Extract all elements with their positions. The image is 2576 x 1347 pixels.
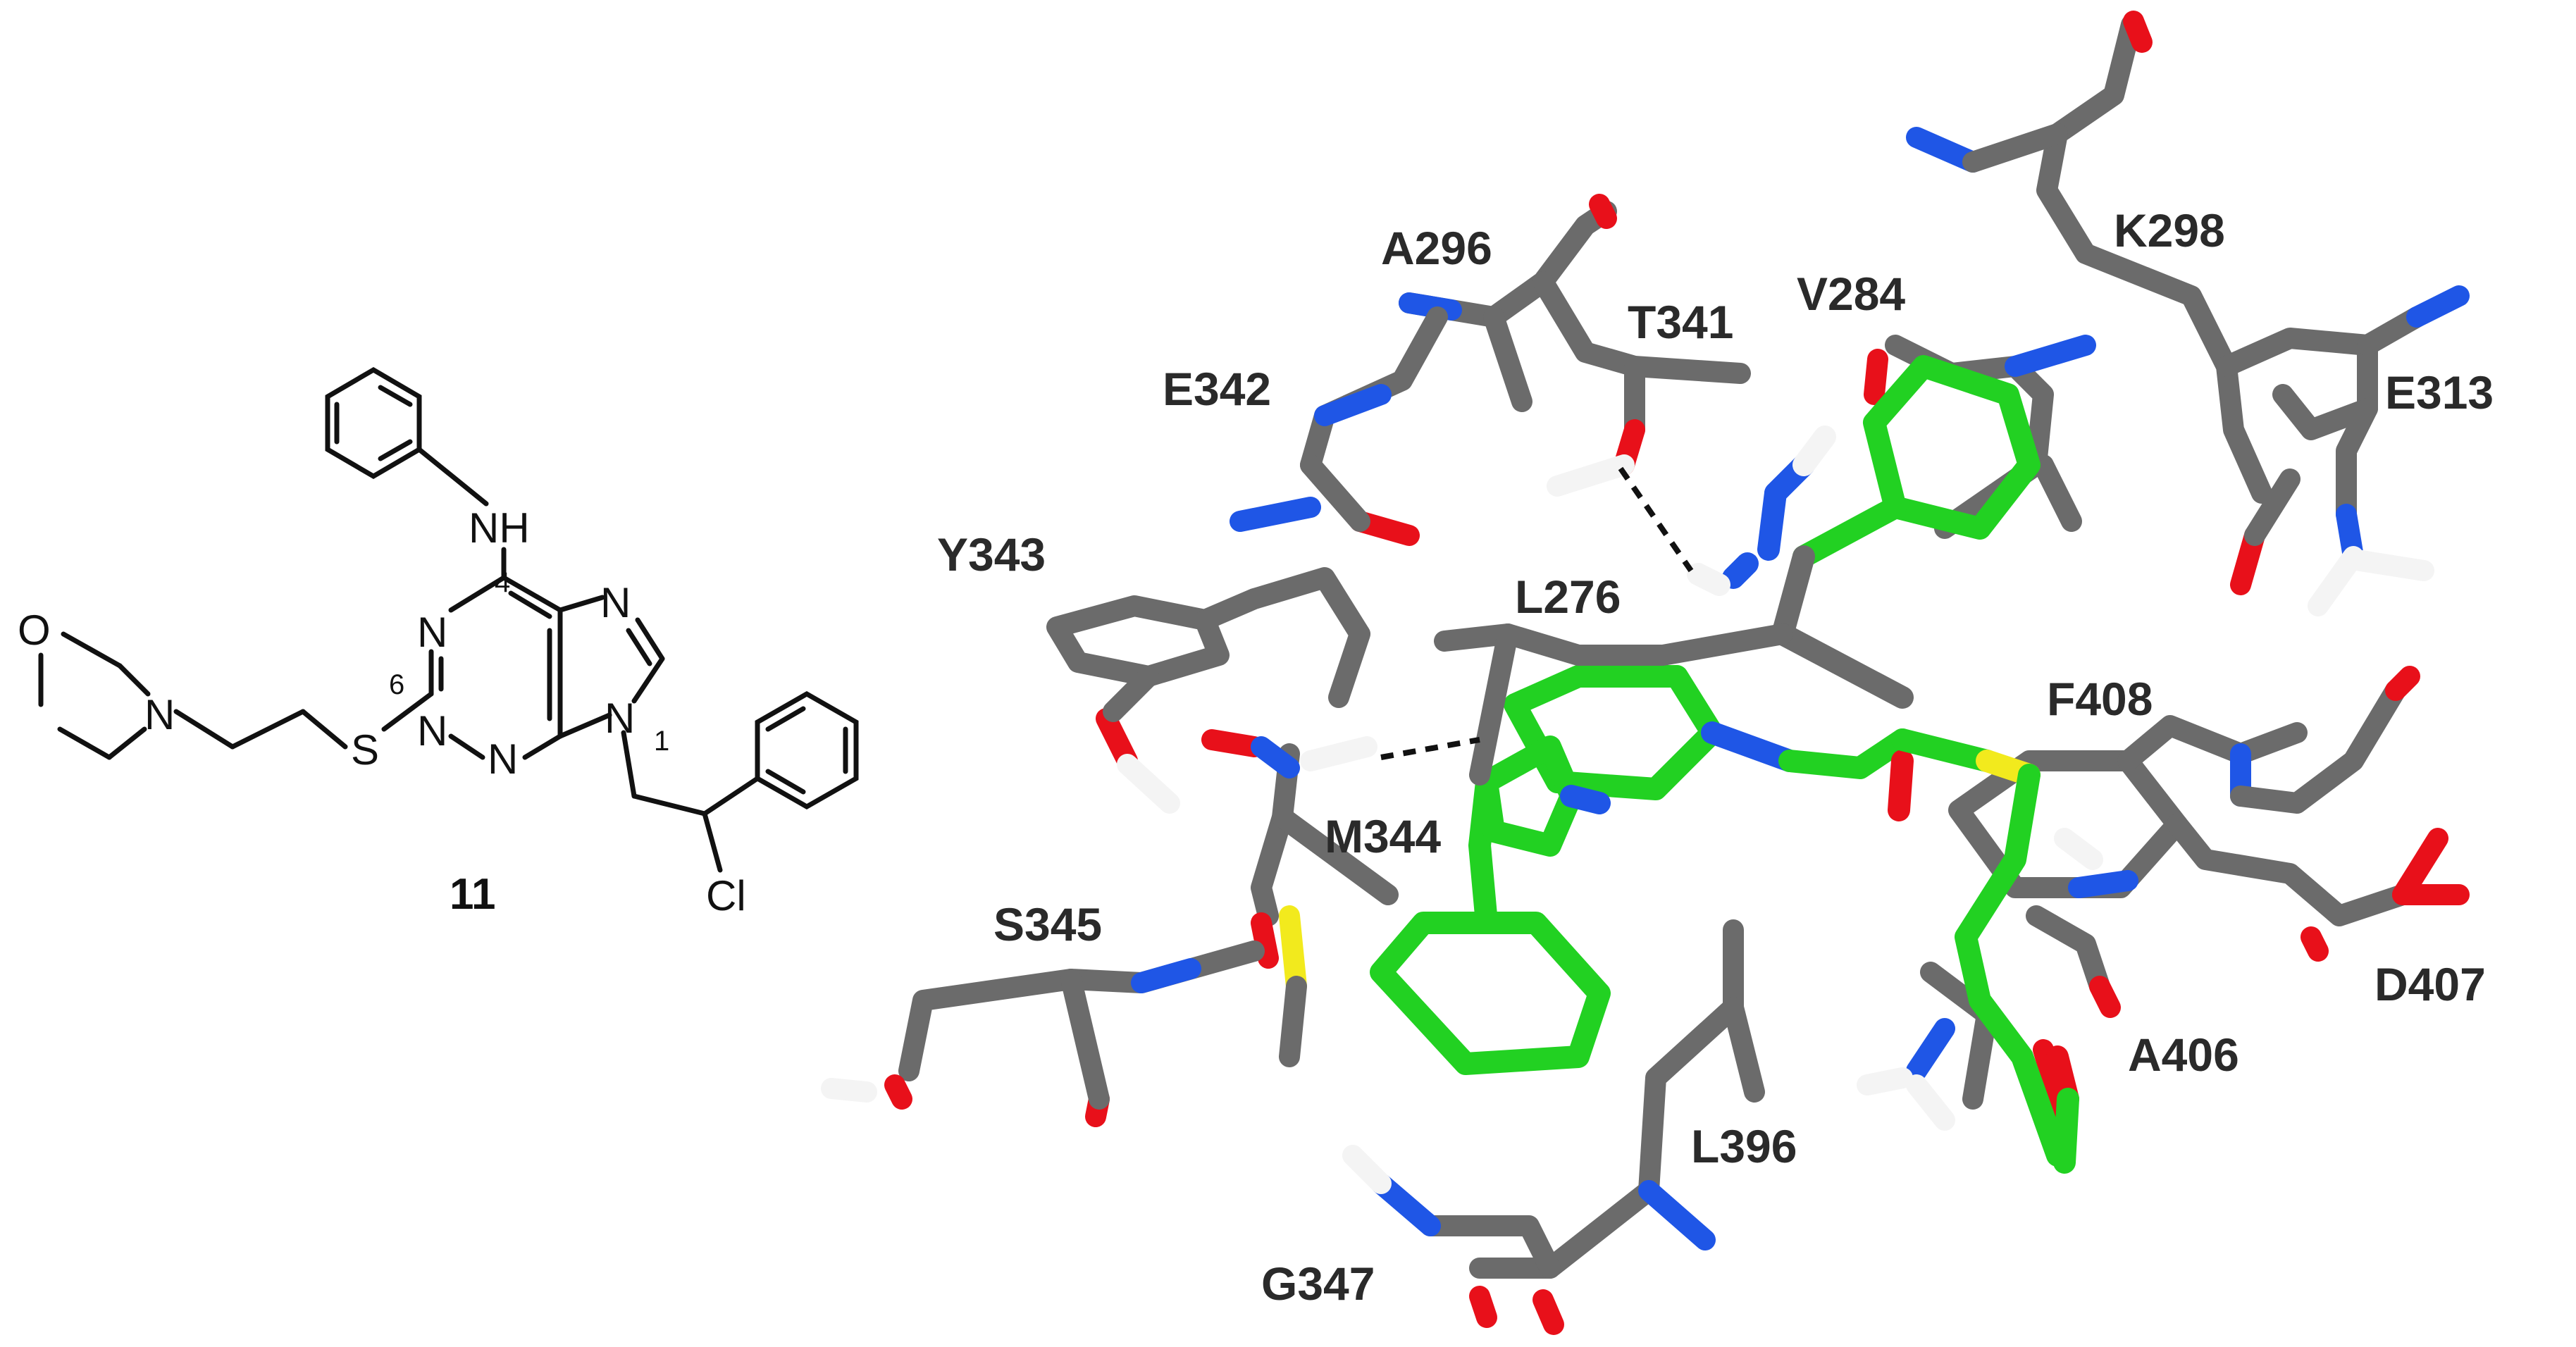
bond-ch2-chcl	[631, 793, 707, 817]
label-a406: A406	[2128, 1029, 2239, 1081]
atom-cl: Cl	[706, 872, 746, 919]
label-e342: E342	[1163, 363, 1271, 415]
phenyl-ring-bottom	[755, 690, 859, 810]
compound-structure: NH N N N N N S N O Cl 4 6 1 11	[18, 366, 859, 919]
atom-n1: N	[417, 707, 447, 755]
atom-nh: NH	[469, 504, 530, 552]
label-m344: M344	[1325, 810, 1441, 862]
locant-4: 4	[495, 567, 510, 598]
bond-n9-ch2	[621, 730, 637, 799]
atom-n-ring: N	[488, 735, 518, 783]
label-t341: T341	[1628, 296, 1733, 348]
label-d407: D407	[2374, 958, 2486, 1010]
atom-n3: N	[417, 609, 447, 656]
ligand-sticks	[1370, 355, 2079, 1174]
atom-n-morpholine: N	[144, 691, 175, 738]
label-k298: K298	[2114, 204, 2225, 256]
pyrimidine-ring	[428, 575, 563, 760]
label-g347: G347	[1261, 1258, 1375, 1310]
atom-n7: N	[600, 579, 631, 626]
phenyl-ring-top	[325, 366, 422, 480]
label-f408: F408	[2047, 673, 2153, 725]
label-v284: V284	[1797, 268, 1905, 320]
label-l276: L276	[1515, 571, 1621, 623]
bond-c2-s	[381, 691, 434, 732]
label-a296: A296	[1381, 222, 1492, 274]
imidazole-ring	[557, 595, 665, 739]
hbond-m344	[1380, 737, 1480, 760]
l276-sidechain	[1434, 623, 1793, 786]
protein-residues	[821, 11, 2470, 1335]
bond-ethyl-1	[230, 709, 306, 750]
docking-model	[821, 11, 2470, 1335]
bond-ethyl-2	[173, 709, 235, 750]
label-s345: S345	[993, 898, 1102, 950]
label-e313: E313	[2385, 366, 2494, 418]
hbond-t341	[1618, 466, 1694, 573]
label-l396: L396	[1691, 1120, 1797, 1172]
atom-o-morpholine: O	[18, 607, 51, 654]
bond-ph-nh	[416, 447, 489, 507]
residue-labels: A296 T341 V284 K298 E313 E342 Y343 L276 …	[937, 204, 2494, 1310]
atom-n9: N	[605, 695, 635, 742]
bond-s-ch2	[300, 709, 348, 750]
atom-s: S	[351, 726, 379, 774]
morpholine-ring	[38, 631, 151, 760]
locant-1: 1	[654, 726, 669, 757]
bond-ch-ph	[702, 776, 760, 817]
compound-number: 11	[450, 870, 496, 919]
locant-6: 6	[389, 669, 404, 700]
bond-ch-cl	[702, 811, 723, 873]
label-y343: Y343	[937, 528, 1046, 581]
